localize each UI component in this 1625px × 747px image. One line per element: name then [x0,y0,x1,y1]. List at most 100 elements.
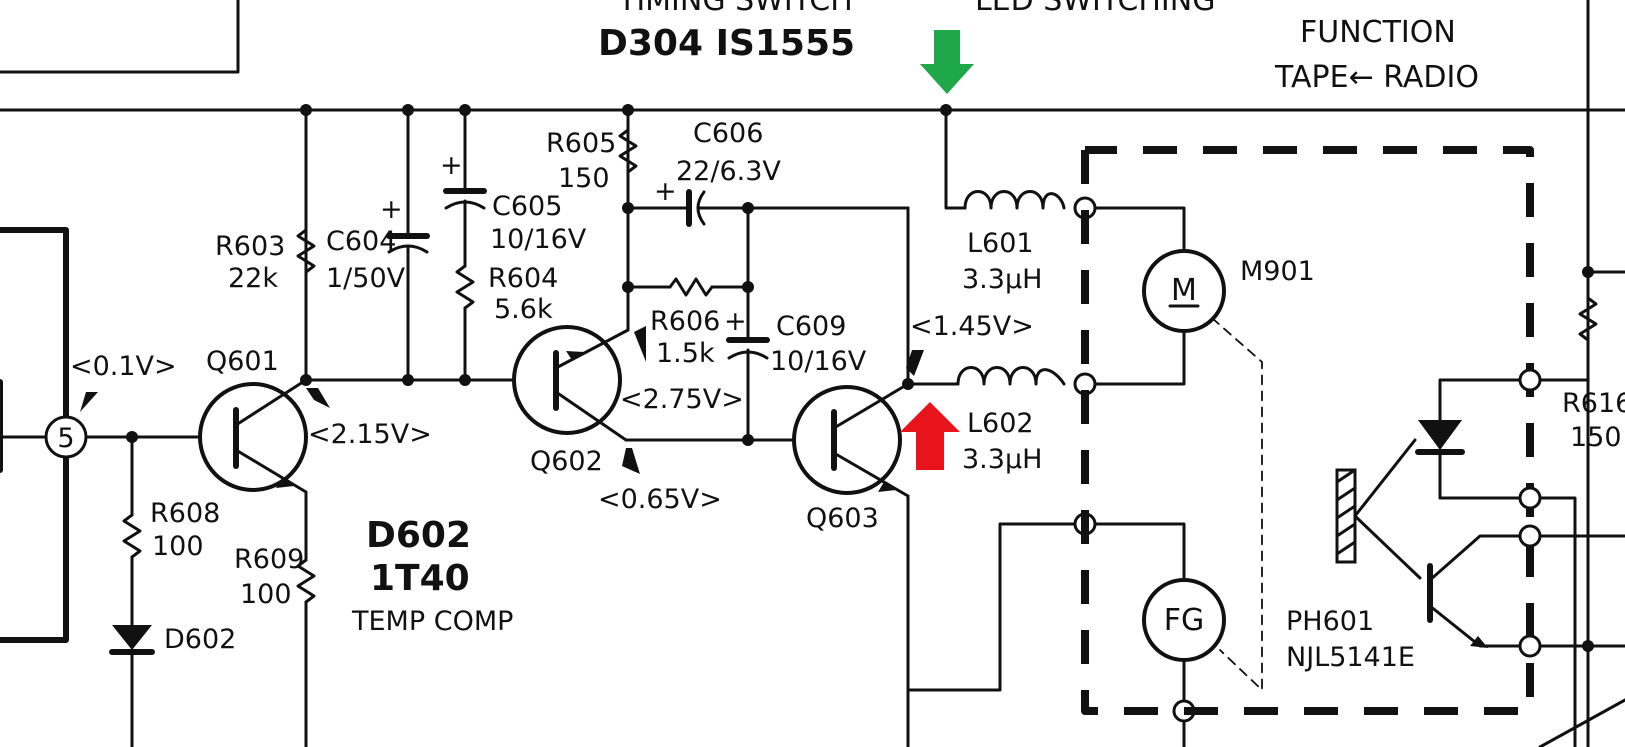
q602-collector-lead [554,390,628,442]
output-wire-1 [1538,496,1577,747]
terminal-node [1518,486,1542,510]
probe-marker-input [80,392,98,412]
m901-ref: M901 [1240,256,1315,287]
fg-generator [1142,578,1226,662]
r606-value: 1.5k [656,338,715,369]
d602-diode-ref: D602 [164,624,236,655]
fg-return-wire [906,522,1077,692]
terminal-node [1518,368,1542,392]
d602-part: 1T40 [370,558,470,599]
probe-marker-q601 [306,388,330,408]
r605-resistor [618,128,638,174]
d602-ref: D602 [366,515,471,556]
r606-ref: R606 [650,306,720,337]
r616-resistor [1578,296,1598,342]
voltage-q603-collector: <1.45V> [910,311,1034,342]
c605-plus: + [440,150,463,181]
r609-ref: R609 [234,544,304,575]
q602-emitter-arrow [566,351,584,360]
l601-inductor [963,190,1066,210]
m901-wire-top [1093,206,1186,252]
function-mode-label: TAPE← RADIO [1274,60,1479,95]
r604-resistor [455,264,475,310]
probe-marker-q602-collector [622,448,640,474]
c606-plus: + [654,176,677,207]
hatch [1335,522,1357,538]
l601-wire [944,108,967,210]
q603-emitter-arrow [878,482,896,492]
r609-value: 100 [240,579,292,610]
probe-marker-q603 [906,350,924,376]
c604-value: 1/50V [326,263,406,294]
junction [622,281,634,293]
c609-value: 10/16V [770,346,867,377]
junction [402,104,414,116]
r608-resistor [122,513,142,559]
c606-value: 22/6.3V [676,156,781,187]
ph601-ref: PH601 [1286,606,1374,637]
q603-emitter-lead [832,451,910,498]
l602-inductor [956,366,1066,386]
voltage-q601-collector: <2.15V> [308,419,432,450]
probe-marker-q602-emitter [634,326,646,362]
junction [622,104,634,116]
q603-ref: Q603 [806,503,879,534]
hatch [1335,486,1357,502]
c605-value: 10/16V [490,224,587,255]
junction [300,104,312,116]
fg-wire-top [1093,522,1186,582]
c609-plus: + [724,306,747,337]
diagonal-wire [1538,698,1625,747]
q601-emitter-arrow [276,478,294,488]
junction [622,202,634,214]
ph601-led-ray [1353,438,1417,518]
red-arrow-marker [900,402,960,470]
q602-ref: Q602 [530,446,603,477]
r616-value: 150 [1570,422,1622,453]
c604-ref: C604 [326,226,396,257]
c606-ref: C606 [693,118,763,149]
ph601-emitter-arrow [1470,636,1488,648]
hatch [1335,540,1357,556]
d304-label: D304 IS1555 [598,23,855,64]
q602-transistor [512,325,622,435]
r605-value: 150 [558,163,610,194]
led-switching-label: LED SWITCHING [975,0,1215,18]
q603-transistor [792,385,902,495]
function-label: FUNCTION [1300,15,1456,50]
q602-emitter-lead [554,328,630,370]
ph601-part: NJL5141E [1286,642,1415,673]
r608-ref: R608 [150,498,220,529]
c604-plus: + [380,194,403,225]
timing-switch-label: TIMING SWITCH [617,0,853,18]
voltage-q602-emitter: <2.75V> [620,384,744,415]
r609-resistor [296,558,316,604]
m901-symbol: M [1171,273,1197,308]
d602-diode-symbol [112,625,152,650]
r604-ref: R604 [488,263,558,294]
terminal-node [1518,634,1542,658]
q601-collector-lead [234,378,308,427]
q603-collector-lead [832,382,910,430]
c605-ref: C605 [492,191,562,222]
block-outline-top-left [0,0,240,74]
q601-transistor [198,382,308,492]
voltage-q602-collector: <0.65V> [598,484,722,515]
r603-ref: R603 [215,231,285,262]
junction [402,374,414,386]
r603-resistor [296,228,316,274]
r605-ref: R605 [546,128,616,159]
green-arrow-marker [920,30,974,94]
hatch [1335,468,1357,484]
hatch [1335,504,1357,520]
l602-value: 3.3μH [962,444,1042,475]
q601-emitter-lead [234,448,308,494]
r604-value: 5.6k [494,294,553,325]
junction [1582,266,1594,278]
motor-unit-boundary [1081,146,1534,715]
l601-value: 3.3μH [962,264,1042,295]
c609-ref: C609 [776,311,846,342]
d602-note: TEMP COMP [351,606,513,637]
fg-symbol: FG [1164,603,1205,638]
